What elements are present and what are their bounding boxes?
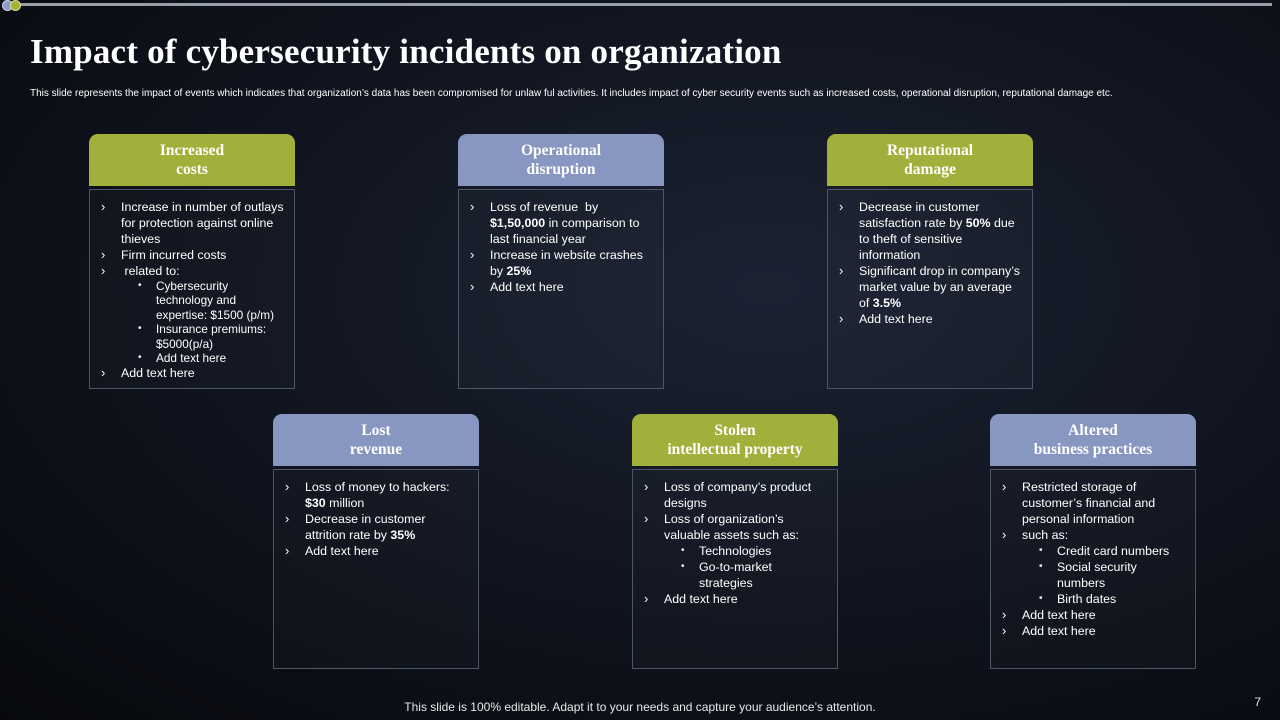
list-item: Add text here bbox=[100, 365, 284, 381]
card-header-stolen-intellectual-property: Stolen intellectual property bbox=[632, 414, 838, 466]
card-lost-revenue: Lost revenue Loss of money to hackers: $… bbox=[273, 414, 479, 669]
card-reputational-damage: Reputational damage Decrease in customer… bbox=[827, 134, 1033, 389]
list-item: Add text here bbox=[469, 279, 653, 295]
list-item: Significant drop in company’s market val… bbox=[838, 263, 1022, 311]
highlight-value: $1,50,000 bbox=[490, 216, 546, 230]
green-dot-icon bbox=[10, 0, 21, 11]
list-item-text: million bbox=[325, 496, 365, 510]
footer-note: This slide is 100% editable. Adapt it to… bbox=[404, 700, 876, 714]
sub-list-item: Birth dates bbox=[1039, 591, 1185, 607]
sub-list-item: Go-to-market strategies bbox=[681, 559, 827, 591]
sub-list-item: Social security numbers bbox=[1039, 559, 1185, 591]
list-item-text: Significant drop in company’s market val… bbox=[859, 264, 1020, 310]
page-number: 7 bbox=[1254, 695, 1261, 709]
top-divider-line bbox=[10, 3, 1272, 6]
card-body-lost-revenue: Loss of money to hackers: $30 million De… bbox=[273, 469, 479, 669]
highlight-value: $30 bbox=[305, 496, 326, 510]
list-item: Add text here bbox=[1001, 623, 1185, 639]
sub-list-item: Insurance premiums: $5000(p/a) bbox=[138, 322, 284, 351]
list-item-text: Loss of money to hackers: bbox=[305, 480, 450, 494]
highlight-value: 25% bbox=[506, 264, 532, 278]
sub-list-item: Technologies bbox=[681, 543, 827, 559]
list-item: Restricted storage of customer’s financi… bbox=[1001, 479, 1185, 527]
card-body-increased-costs: Increase in number of outlays for protec… bbox=[89, 189, 295, 389]
list-item: such as: bbox=[1001, 527, 1185, 543]
card-body-operational-disruption: Loss of revenue by $1,50,000 in comparis… bbox=[458, 189, 664, 389]
card-body-stolen-intellectual-property: Loss of company’s product designs Loss o… bbox=[632, 469, 838, 669]
list-item: Add text here bbox=[838, 311, 1022, 327]
list-item: Loss of money to hackers: $30 million bbox=[284, 479, 468, 511]
card-header-lost-revenue: Lost revenue bbox=[273, 414, 479, 466]
card-operational-disruption: Operational disruption Loss of revenue b… bbox=[458, 134, 664, 389]
list-item: Loss of organization’s valuable assets s… bbox=[643, 511, 827, 543]
list-item-text: due to theft of sensitive information bbox=[859, 216, 1015, 262]
list-item: Decrease in customer attrition rate by 3… bbox=[284, 511, 468, 543]
sub-list-item: Credit card numbers bbox=[1039, 543, 1185, 559]
highlight-value: 35% bbox=[390, 528, 416, 542]
sub-list-item: Add text here bbox=[138, 351, 284, 366]
list-item: Decrease in customer satisfaction rate b… bbox=[838, 199, 1022, 263]
list-item-text: Increase in website crashes by bbox=[490, 248, 643, 278]
highlight-value: 50% bbox=[965, 216, 991, 230]
list-item-text: Decrease in customer attrition rate by bbox=[305, 512, 426, 542]
card-increased-costs: Increased costs Increase in number of ou… bbox=[89, 134, 295, 389]
list-item: Add text here bbox=[643, 591, 827, 607]
page-subtitle: This slide represents the impact of even… bbox=[30, 88, 1113, 99]
list-item: Loss of revenue by $1,50,000 in comparis… bbox=[469, 199, 653, 247]
card-stolen-intellectual-property: Stolen intellectual property Loss of com… bbox=[632, 414, 838, 669]
card-header-operational-disruption: Operational disruption bbox=[458, 134, 664, 186]
list-item: Loss of company’s product designs bbox=[643, 479, 827, 511]
list-item-text: related to: bbox=[121, 264, 180, 278]
list-item: Add text here bbox=[284, 543, 468, 559]
list-item-text: Decrease in customer satisfaction rate b… bbox=[859, 200, 980, 230]
sub-list-item: Cybersecurity technology and expertise: … bbox=[138, 279, 284, 322]
highlight-value: 3.5% bbox=[872, 296, 902, 310]
card-header-increased-costs: Increased costs bbox=[89, 134, 295, 186]
card-header-reputational-damage: Reputational damage bbox=[827, 134, 1033, 186]
list-item-text: Loss of revenue by bbox=[490, 200, 602, 214]
list-item: Add text here bbox=[1001, 607, 1185, 623]
list-item-text: in comparison to last financial year bbox=[490, 216, 640, 246]
list-item: related to: bbox=[100, 263, 284, 279]
card-header-altered-business-practices: Altered business practices bbox=[990, 414, 1196, 466]
card-altered-business-practices: Altered business practices Restricted st… bbox=[990, 414, 1196, 669]
card-body-altered-business-practices: Restricted storage of customer’s financi… bbox=[990, 469, 1196, 669]
list-item: Firm incurred costs bbox=[100, 247, 284, 263]
page-title: Impact of cybersecurity incidents on org… bbox=[30, 32, 782, 71]
list-item: Increase in number of outlays for protec… bbox=[100, 199, 284, 247]
list-item: Increase in website crashes by 25% bbox=[469, 247, 653, 279]
card-body-reputational-damage: Decrease in customer satisfaction rate b… bbox=[827, 189, 1033, 389]
